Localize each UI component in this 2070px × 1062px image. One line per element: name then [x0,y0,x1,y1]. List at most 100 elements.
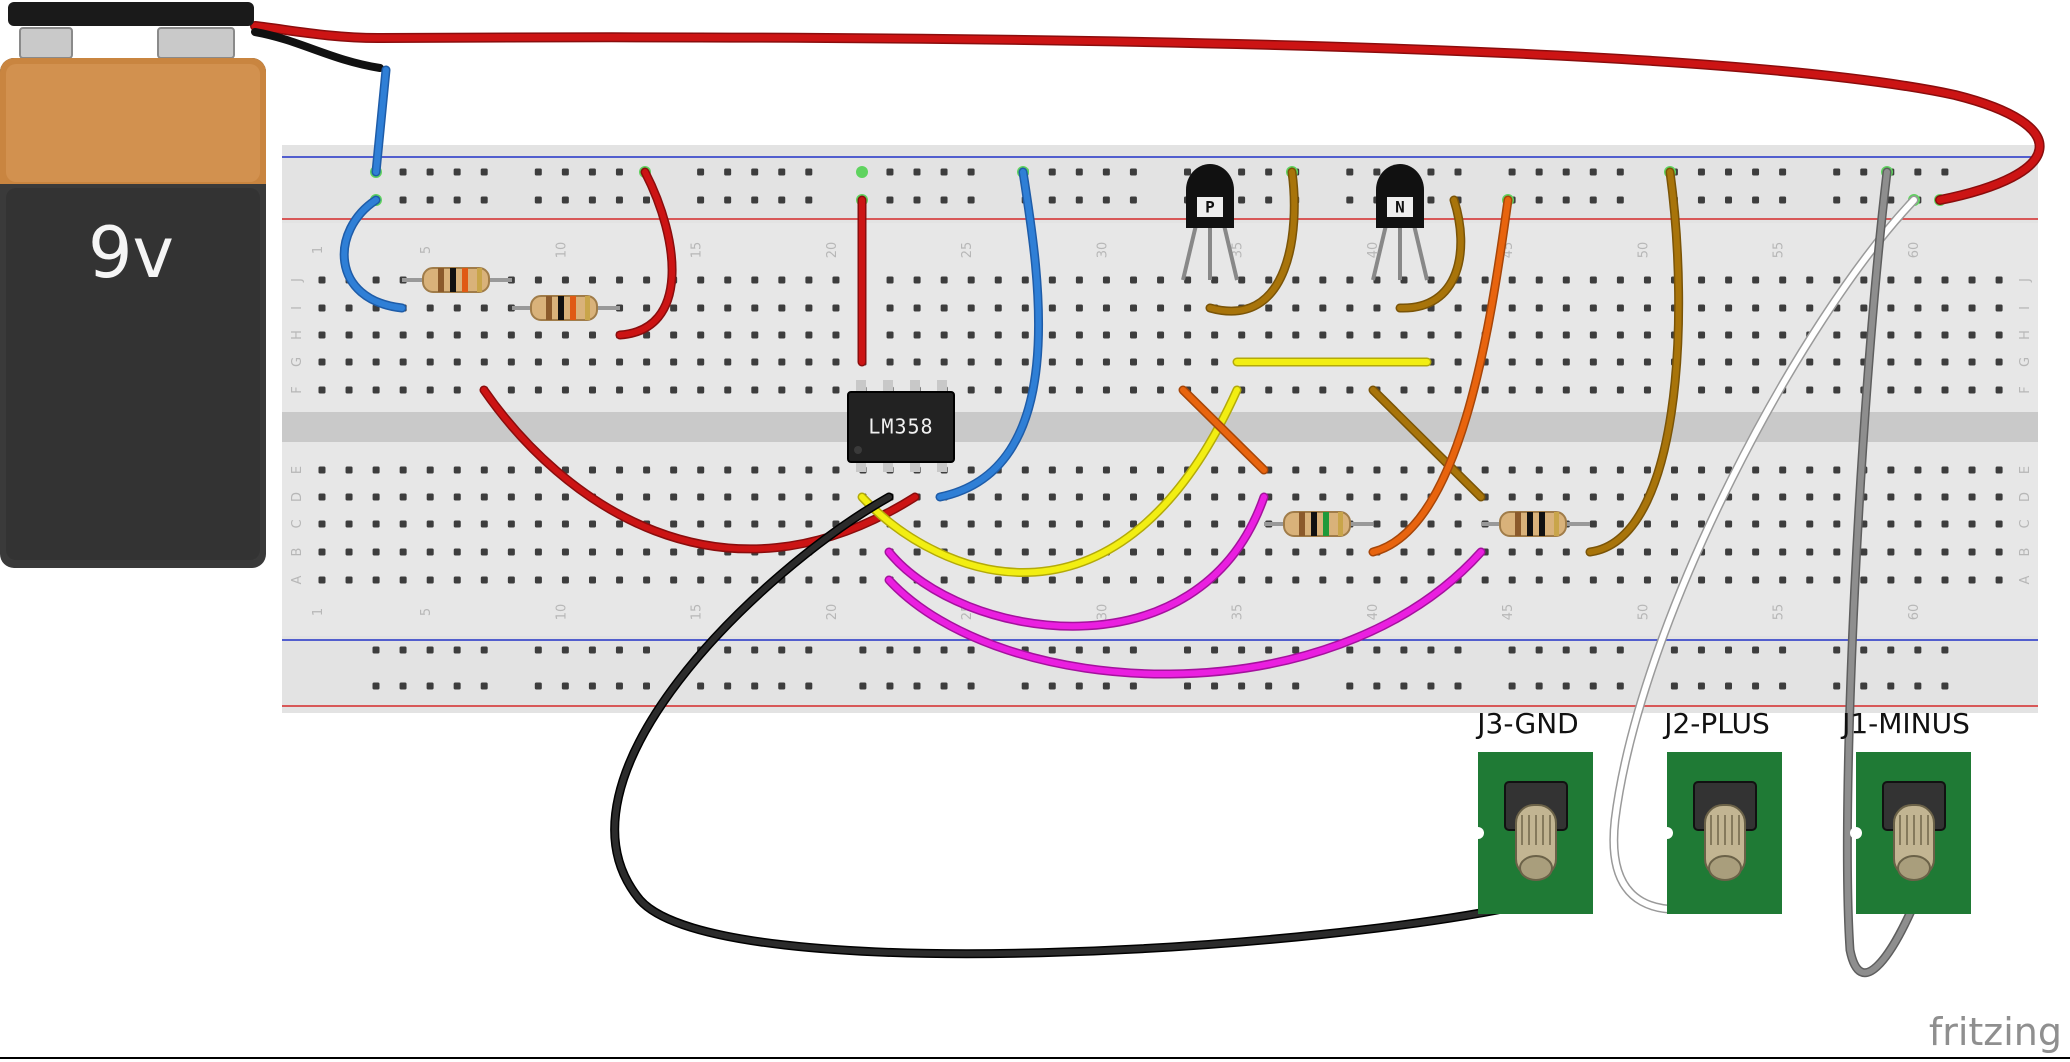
hole [1535,493,1543,501]
hole [1941,466,1949,474]
hole [1454,493,1462,501]
hole [1670,682,1678,690]
hole [1211,682,1219,690]
hole [967,276,975,284]
hole [1238,493,1246,501]
hole [670,493,678,501]
hole [697,358,705,366]
hole [399,358,407,366]
hole [1373,331,1381,339]
hole [399,548,407,556]
hole [1779,196,1787,204]
hole [724,386,732,394]
hole [1779,466,1787,474]
hole [1238,276,1246,284]
hole [1941,520,1949,528]
hole [1265,304,1273,312]
hole [1454,168,1462,176]
hole [1535,466,1543,474]
hole [913,520,921,528]
hole [1860,304,1868,312]
hole [1968,304,1976,312]
hole [697,576,705,584]
hole [480,304,488,312]
hole [426,331,434,339]
hole [805,358,813,366]
hole [805,304,813,312]
hole [886,196,894,204]
hole [832,493,840,501]
hole [1075,548,1083,556]
hole [534,520,542,528]
column-number: 1 [311,246,326,254]
hole [1021,304,1029,312]
column-number: 50 [1636,604,1651,621]
hole [1265,168,1273,176]
hole [913,276,921,284]
hole [1995,466,2003,474]
hole [1535,682,1543,690]
hole [1914,520,1922,528]
hole [643,304,651,312]
hole [913,358,921,366]
hole [534,331,542,339]
hole [1508,331,1516,339]
hole [561,196,569,204]
hole [1454,331,1462,339]
hole [1725,576,1733,584]
column-number: 15 [690,604,705,621]
hole [859,682,867,690]
hole [1725,682,1732,690]
hole [1589,304,1597,312]
hole [1698,358,1706,366]
hole [1562,466,1570,474]
hole [1373,646,1381,654]
hole [1860,196,1868,204]
hole [643,196,650,204]
hole [1427,276,1435,284]
hole [1238,520,1246,528]
hole [453,646,461,654]
hole [1373,682,1381,690]
hole [1346,196,1354,204]
hole [480,576,488,584]
hole [1157,358,1165,366]
hole [1211,520,1219,528]
column-number: 40 [1366,604,1381,621]
hole [1697,196,1705,204]
hole [913,304,921,312]
hole [1914,276,1922,284]
hole [1292,276,1300,284]
hole [1562,276,1570,284]
hole [372,386,380,394]
hole [1292,576,1300,584]
hole [1995,304,2003,312]
hole [615,646,623,654]
hole [1725,386,1733,394]
hole [1130,331,1137,339]
hole [1725,520,1733,528]
hole [1048,576,1056,584]
hole [318,304,326,312]
hole [1671,548,1678,556]
hole [480,196,488,204]
hole [480,682,488,690]
hole [318,358,326,366]
hole [453,196,461,204]
hole [778,276,786,284]
hole [1887,548,1895,556]
column-number: 10 [554,604,569,621]
hole [561,548,569,556]
row-letter: C [290,519,305,528]
column-number: 5 [419,608,434,616]
hole [561,276,569,284]
hole [1616,548,1624,556]
hole [1914,386,1922,394]
hole [1914,548,1922,556]
hole [1157,466,1165,474]
hole [1752,331,1760,339]
hole [534,386,542,394]
fritzing-watermark: fritzing [1929,1010,2062,1054]
hole [1319,304,1327,312]
hole [1779,304,1787,312]
